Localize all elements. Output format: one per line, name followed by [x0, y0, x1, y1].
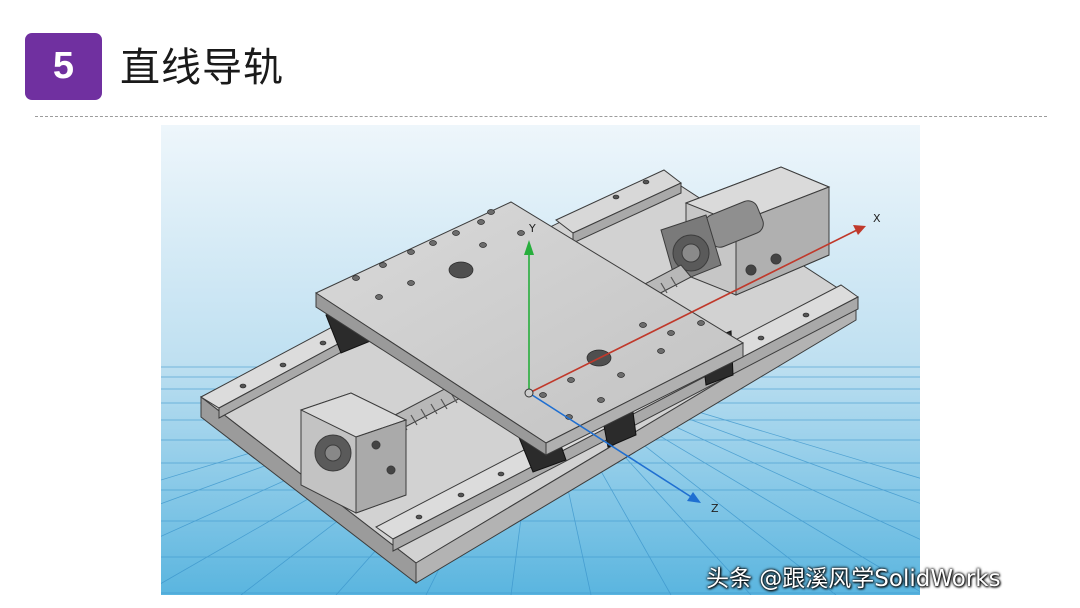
linear-guide-model-render: Y X Z [161, 125, 920, 595]
section-number-badge: 5 [25, 33, 102, 100]
axis-label-y: Y [528, 222, 536, 235]
section-number: 5 [52, 45, 75, 87]
cad-3d-viewport[interactable]: Y X Z [161, 125, 920, 595]
coordinate-triad [524, 225, 866, 503]
title-divider [35, 116, 1047, 117]
motor-end-bracket [660, 166, 831, 296]
source-watermark: 头条 @跟溪风学SolidWorks [706, 566, 1001, 592]
axis-label-x: X [873, 212, 881, 225]
front-end-support [299, 392, 408, 514]
slide-title: 直线导轨 [120, 45, 284, 91]
axis-label-z: Z [711, 502, 719, 515]
